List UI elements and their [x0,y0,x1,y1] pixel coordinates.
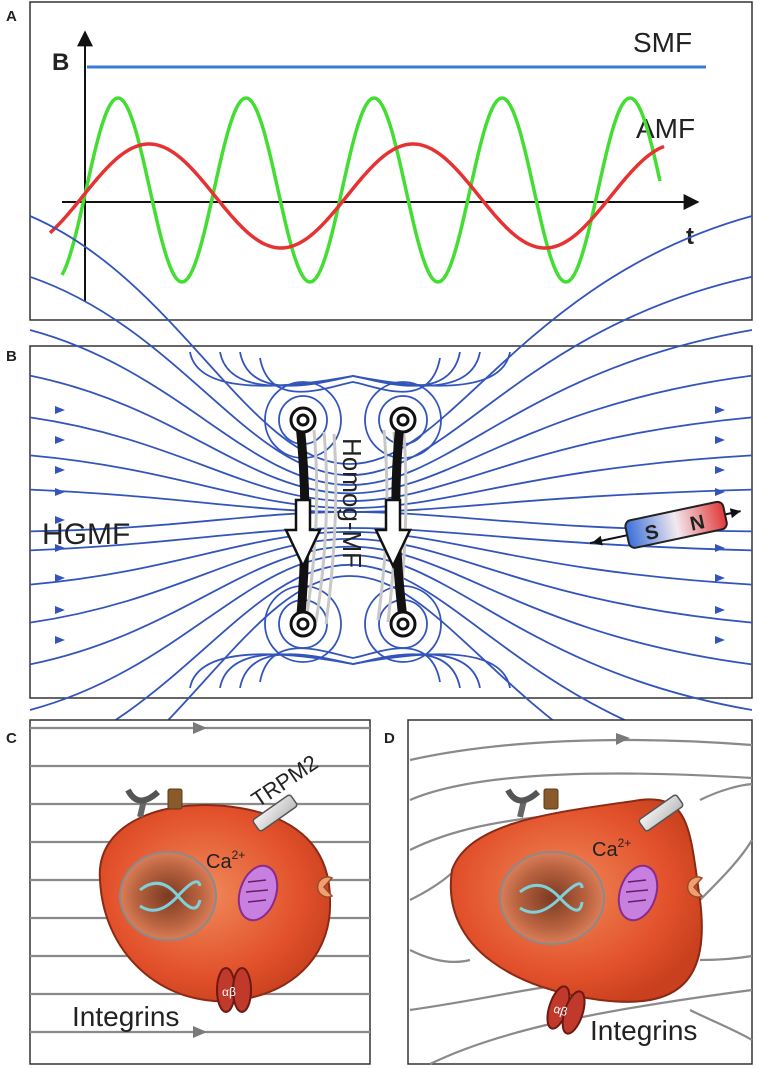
field-arrowhead [55,466,65,474]
field-arrowhead [715,466,725,474]
field-arrowhead-c [193,1026,207,1038]
mitochondrion-d [617,864,659,922]
field-line [29,527,753,552]
nucleus-c [119,851,217,941]
field-arrowhead [715,636,725,644]
field-line [29,329,753,486]
field-arrowhead [715,406,725,414]
field-line [29,374,753,495]
ca-label-c: Ca2+ [206,848,245,873]
trpm2-channel [252,794,298,832]
field-line [29,563,753,765]
field-arrowhead-c [193,722,207,734]
field-line-d [699,839,753,901]
panel-d-field-lines [409,733,753,1065]
field-arrowhead [715,436,725,444]
field-arrowhead [55,574,65,582]
nucleus-d [499,851,605,945]
conductor-field-loop [378,395,428,445]
field-arrowhead [55,406,65,414]
field-line [29,530,753,586]
field-line-d [409,949,471,964]
field-arrowhead [55,516,65,524]
smf-label: SMF [633,27,692,58]
field-arrowhead [715,574,725,582]
field-line [189,653,511,689]
field-line [29,537,753,624]
svg-text:αβ: αβ [552,1002,570,1020]
field-line [259,357,441,393]
field-arrowhead [715,488,725,496]
field-arrowhead-d [616,733,630,745]
panel-c-letter: C [6,730,17,747]
panel-a: B t SMF AMF [29,1,753,321]
pacman-receptor-c [316,876,334,898]
conductor-field-loop [364,381,442,459]
panel-a-frame [29,1,753,321]
current-arrow-left [284,498,322,569]
magnet-n-label: N [688,511,707,536]
bar-magnet: S N [589,500,741,549]
panel-d: Ca2+ αβ Integrins [407,719,753,1065]
green-wave [60,96,662,284]
integrins-c: αβ [216,967,252,1013]
trpm2-channel-d [638,794,684,832]
integrins-label-c: Integrins [72,1001,179,1032]
field-line-d [699,782,753,801]
field-line [29,215,753,465]
field-line [29,554,753,711]
field-line [189,351,511,387]
field-arrowhead [55,544,65,552]
field-line-d [689,1009,753,1041]
svg-text:αβ: αβ [222,985,236,999]
channel-brown-c [167,788,183,810]
field-line [29,545,753,666]
channel-brown-d [543,788,559,810]
field-line [29,488,753,513]
field-arrowhead [55,436,65,444]
current-arrow-right [374,498,412,569]
field-line [29,416,753,503]
field-line [29,454,753,510]
hgmf-label: HGMF [42,518,130,551]
field-line-d [699,954,753,962]
y-axis-label: B [52,49,69,76]
homog-mf-label: Homog-MF [337,438,367,568]
pacman-receptor-d [686,876,704,898]
panel-a-letter: A [6,8,17,25]
mitochondrion-c [237,864,279,922]
panel-c: TRPM2 Ca2+ αβ Integrins [29,719,371,1065]
field-lines [29,215,753,825]
dna-d [519,882,584,914]
field-arrowhead [55,606,65,614]
panel-b: Homog-MF HGMF S N [29,215,753,825]
integrins-label-d: Integrins [590,1015,697,1046]
helmholtz-coils [284,406,417,638]
field-line-d [409,738,753,762]
field-arrowhead [715,606,725,614]
field-line-d [409,772,753,802]
dna-c [139,880,202,912]
field-arrowhead [55,636,65,644]
field-arrowhead [715,544,725,552]
field-arrowhead [55,488,65,496]
panel-d-letter: D [384,730,395,747]
red-wave [48,142,665,250]
field-line [259,647,441,683]
integrins-d: αβ [546,985,586,1035]
magnet-s-label: S [643,521,661,545]
ca-label-d: Ca2+ [592,836,631,861]
panel-b-letter: B [6,348,17,365]
field-line [29,275,753,477]
